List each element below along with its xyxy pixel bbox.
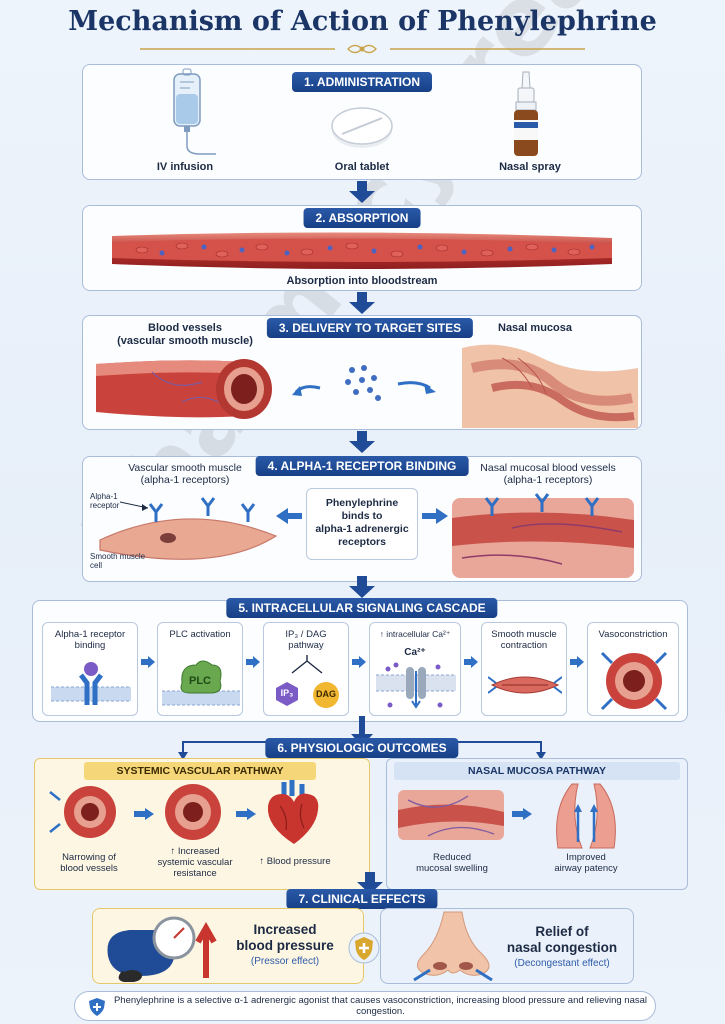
step3-heading: 3. DELIVERY TO TARGET SITES: [266, 318, 474, 338]
ip3-label: IP₃: [280, 688, 294, 698]
cascade-card-binding: Alpha-1 receptor binding: [42, 622, 138, 716]
cascade-card-title: ↑ intracellular Ca²⁺: [379, 629, 451, 639]
resistance-label: ↑ Increased systemic vascular resistance: [157, 846, 233, 879]
cascade-card-title: PLC activation: [169, 629, 231, 640]
flow-arrow-icon: [349, 292, 375, 314]
nasal-vessels-illustration: [452, 493, 634, 578]
narrowed-vessel-icon: [49, 786, 116, 838]
calcium-label: Ca²⁺: [404, 647, 426, 658]
reduced-swelling-label: Reduced mucosal swelling: [416, 852, 488, 874]
smooth-muscle-cell-illustration: [99, 497, 278, 560]
iv-bag-icon: [173, 68, 216, 155]
step7-heading: 7. CLINICAL EFFECTS: [286, 889, 438, 909]
pathway-branch-icon: [291, 655, 323, 674]
artery-illustration: [96, 359, 272, 419]
constricted-vessel-icon: [600, 651, 668, 711]
title-ornament: [140, 44, 585, 54]
cascade-arrow-icon: [352, 656, 366, 668]
ip3-hexagon-icon: [276, 682, 298, 706]
step1-heading: 1. ADMINISTRATION: [292, 72, 432, 92]
dag-circle-icon: [313, 682, 339, 708]
outcome-arrow-icon: [134, 808, 154, 820]
step2-heading: 2. ABSORPTION: [303, 208, 421, 228]
blood-vessels-label: Blood vessels (vascular smooth muscle): [117, 322, 253, 347]
left-arrow-icon: [276, 508, 302, 524]
heart-icon: [267, 780, 319, 844]
blood-pressure-label: ↑ Blood pressure: [259, 856, 331, 867]
dag-label: DAG: [316, 689, 336, 699]
cascade-card-contraction: Smooth muscle contraction: [481, 622, 567, 716]
pressor-effect-title: Increased blood pressure: [236, 922, 334, 953]
cascade-card-plc: PLC activation PLC: [157, 622, 243, 716]
right-arrow-icon: [422, 508, 448, 524]
oral-tablet-label: Oral tablet: [334, 161, 390, 173]
nasal-pathway-title: NASAL MUCOSA PATHWAY: [394, 762, 680, 780]
step4-heading: 4. ALPHA-1 RECEPTOR BINDING: [255, 456, 469, 476]
resistance-vessel-icon: [165, 784, 221, 840]
narrowing-label: Narrowing of blood vessels: [60, 852, 118, 874]
step5-heading: 5. INTRACELLULAR SIGNALING CASCADE: [226, 598, 498, 618]
receptor-icon: [51, 662, 131, 705]
cascade-card-ip3-dag: IP₃ / DAG pathway IP₃ DAG: [263, 622, 349, 716]
smooth-muscle-cell-tag: Smooth muscle cell: [90, 552, 146, 570]
decongestant-effect-title: Relief of nasal congestion: [506, 924, 618, 955]
outcome-arrow-icon: [236, 808, 256, 820]
nasal-spray-label: Nasal spray: [499, 161, 561, 173]
cascade-card-title: Alpha-1 receptor binding: [54, 629, 126, 651]
absorption-caption: Absorption into bloodstream: [286, 275, 438, 287]
systemic-pathway-title: SYSTEMIC VASCULAR PATHWAY: [84, 762, 316, 780]
airway-patency-label: Improved airway patency: [554, 852, 618, 874]
summary-footer: Phenylephrine is a selective α-1 adrener…: [74, 991, 656, 1021]
pressor-effect-subtitle: (Pressor effect): [250, 956, 320, 967]
blood-pressure-cuff-icon: [107, 916, 217, 982]
binding-callout-text: Phenylephrine binds to alpha-1 adrenergi…: [315, 497, 409, 548]
nose-icon: [413, 911, 493, 982]
page-title: Mechanism of Action of Phenylephrine: [68, 6, 657, 37]
shield-icon: [89, 998, 105, 1016]
tablet-icon: [331, 107, 393, 148]
cascade-card-title: IP₃ / DAG pathway: [285, 629, 327, 651]
molecule-dots-icon: [292, 365, 436, 401]
iv-infusion-label: IV infusion: [156, 161, 214, 173]
airway-icon: [556, 783, 616, 849]
nasal-spray-icon: [514, 71, 538, 156]
cascade-arrow-icon: [141, 656, 155, 668]
binding-callout: Phenylephrine binds to alpha-1 adrenergi…: [306, 488, 418, 560]
cascade-arrow-icon: [246, 656, 260, 668]
blood-vessel-illustration: [112, 232, 612, 269]
plc-enzyme-icon: [162, 660, 240, 706]
flow-arrow-icon: [349, 576, 375, 598]
calcium-channel-icon: [376, 662, 456, 709]
decongestant-effect-subtitle: (Decongestant effect): [514, 958, 610, 969]
cascade-card-title: Smooth muscle contraction: [491, 629, 557, 651]
nasal-anatomy-illustration: [462, 344, 638, 428]
flow-arrow-icon: [349, 431, 375, 453]
outcome-arrow-icon: [512, 808, 532, 820]
cascade-arrow-icon: [464, 656, 478, 668]
summary-text: Phenylephrine is a selective α-1 adrener…: [113, 995, 648, 1017]
cascade-arrow-icon: [570, 656, 584, 668]
vascular-smooth-muscle-label: Vascular smooth muscle (alpha-1 receptor…: [128, 462, 242, 486]
cascade-card-title: Vasoconstriction: [598, 629, 668, 640]
nasal-mucosa-label: Nasal mucosa: [498, 322, 572, 334]
nasal-vessels-label: Nasal mucosal blood vessels (alpha-1 rec…: [480, 462, 616, 486]
flow-arrow-icon: [349, 181, 375, 203]
shield-plus-icon: [348, 932, 380, 964]
cascade-card-vasoconstriction: Vasoconstriction: [587, 622, 679, 716]
cascade-card-calcium: ↑ intracellular Ca²⁺ Ca²⁺: [369, 622, 461, 716]
flow-arrow-icon: [357, 872, 383, 894]
mucosal-tissue-icon: [398, 790, 504, 840]
alpha1-receptor-tag: Alpha-1 receptor: [90, 492, 120, 510]
plc-label: PLC: [189, 675, 211, 687]
step6-heading: 6. PHYSIOLOGIC OUTCOMES: [265, 738, 459, 758]
contracting-cell-icon: [488, 676, 562, 694]
